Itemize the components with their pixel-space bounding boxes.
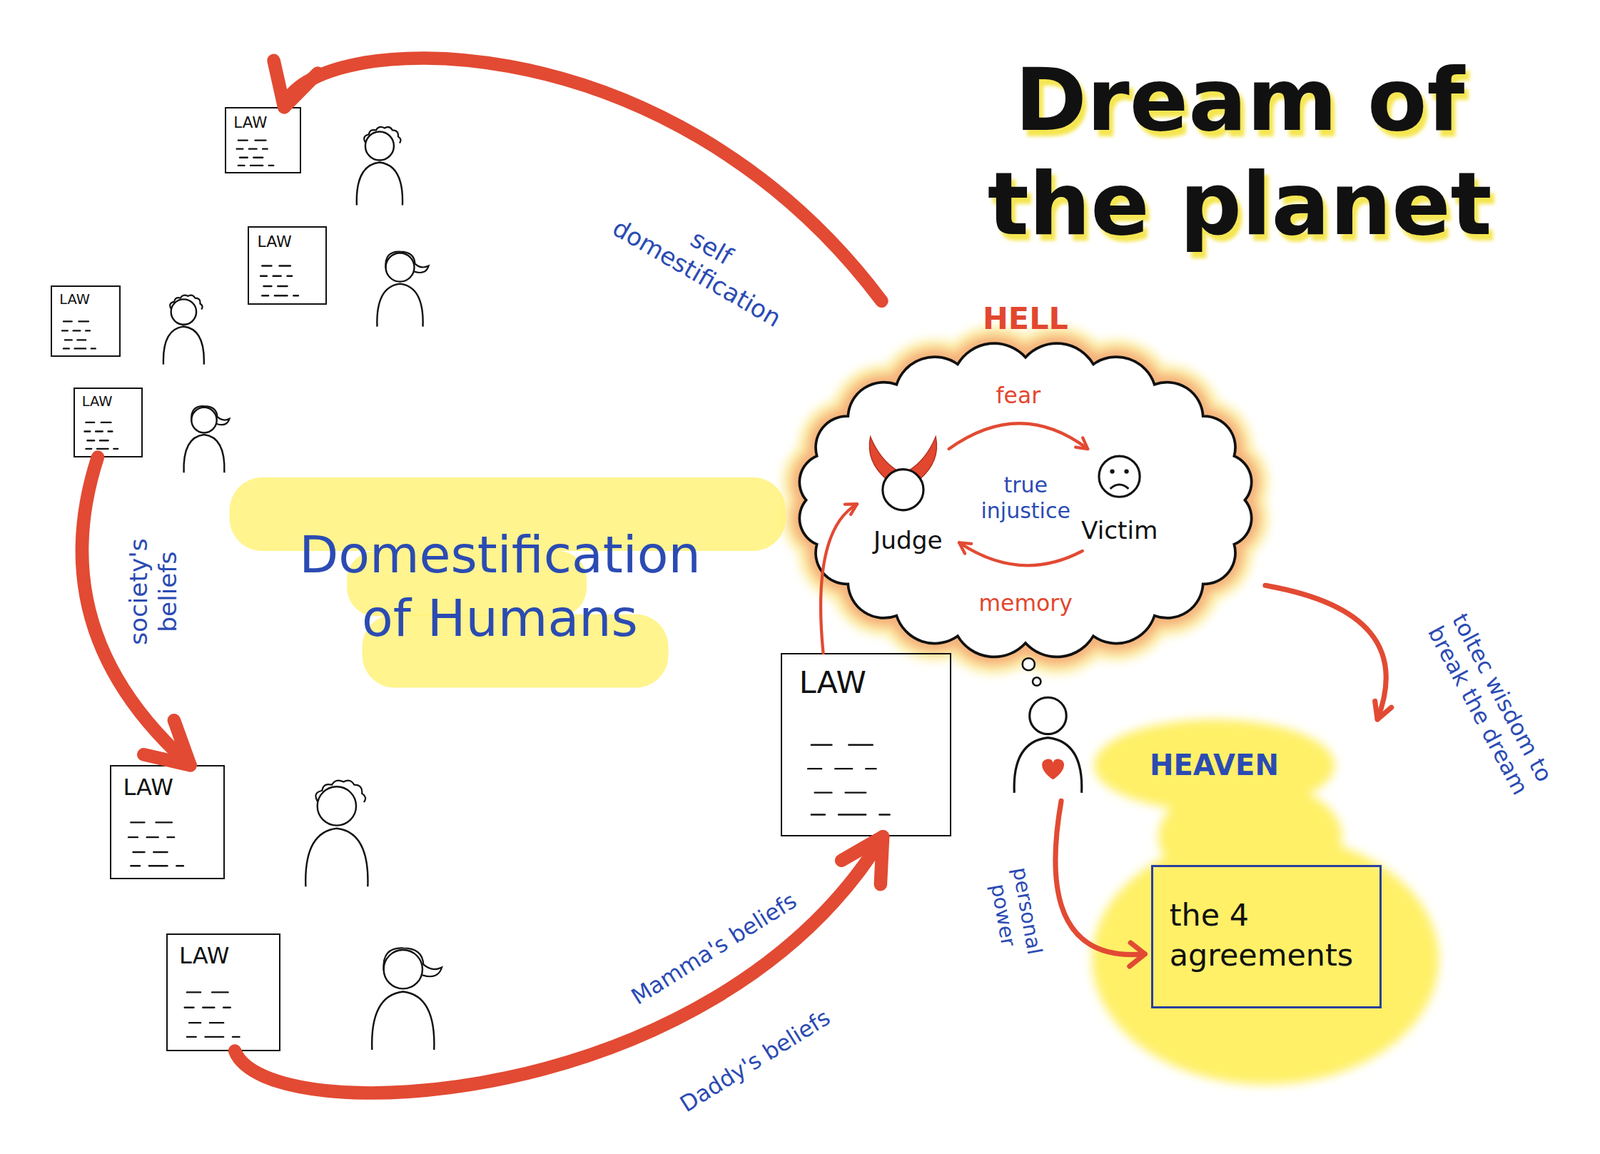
- agreements-box: the 4 agreements: [1151, 864, 1382, 1008]
- text-anchor: HEAVEN: [1149, 747, 1279, 783]
- glow-part: [1091, 833, 1439, 1085]
- connector-line: [284, 57, 882, 301]
- arrow-label: Daddy's beliefs: [675, 1004, 835, 1118]
- edge-label: memory: [975, 590, 1075, 618]
- central-heading: Domestification of Humans: [299, 523, 701, 651]
- woman-figure: [184, 406, 230, 473]
- text-anchor: true injustice: [980, 472, 1070, 524]
- thought-bubble: [1032, 677, 1041, 686]
- edge-label: fear: [992, 382, 1044, 410]
- text-anchor: Daddy's beliefs: [669, 1047, 842, 1075]
- heaven-heading: HEAVEN: [1149, 747, 1279, 783]
- title: Dream of the planet: [961, 48, 1518, 257]
- text-anchor: Victim: [1081, 515, 1158, 546]
- text-anchor: LAW: [179, 942, 230, 970]
- cloud-glow: [799, 343, 1252, 657]
- text-anchor: personal power: [971, 888, 1060, 938]
- text-anchor: LAW: [82, 393, 113, 410]
- edge-label: society's beliefs: [123, 538, 182, 646]
- cloud-text: true injustice: [980, 472, 1070, 524]
- eye: [1123, 468, 1129, 474]
- heaven-region: HEAVEN the 4 agreements: [1086, 719, 1444, 1087]
- hell-heading: HELL: [982, 300, 1069, 337]
- law-label: LAW: [799, 664, 867, 701]
- connector-arrow: [274, 57, 883, 301]
- law-dashes: [184, 991, 240, 1037]
- text-anchor: LAW: [256, 232, 292, 252]
- law-label: LAW: [179, 942, 230, 970]
- text-anchor: LAW: [799, 664, 867, 701]
- thought-bubble: [1022, 657, 1035, 671]
- law-dashes: [260, 265, 299, 296]
- law-label: LAW: [256, 232, 292, 252]
- agreements-text: the 4 agreements: [1169, 895, 1368, 976]
- law-label: LAW: [233, 113, 267, 133]
- woman-figure: [371, 947, 442, 1050]
- victim-face: [1099, 456, 1140, 497]
- text-anchor: toltec wisdom to break the dream: [1367, 677, 1600, 731]
- text-anchor: memory: [975, 590, 1075, 618]
- law-dashes: [128, 822, 184, 866]
- text-anchor: LAW: [59, 291, 90, 308]
- text-anchor: Domestification of Humans: [299, 523, 701, 651]
- text-anchor: self domestification: [609, 231, 799, 290]
- law-dashes: [84, 422, 119, 449]
- cloud-border: [799, 343, 1252, 657]
- man-figure: [356, 127, 403, 206]
- law-label: LAW: [82, 393, 113, 410]
- heaven-glow: [1091, 719, 1439, 1085]
- connector-line: [82, 457, 191, 766]
- man-figure: [305, 780, 368, 888]
- judge-face: [882, 469, 924, 511]
- text-anchor: the 4 agreements: [1169, 895, 1368, 976]
- man-figure: [163, 295, 205, 365]
- law-label: LAW: [59, 291, 90, 308]
- law-dashes: [62, 321, 96, 349]
- text-anchor: HELL: [982, 300, 1069, 337]
- connector-arrow: [1265, 585, 1392, 720]
- frown: [1110, 484, 1129, 489]
- dreamer-head: [1029, 697, 1067, 734]
- heart: [1041, 758, 1065, 780]
- text-anchor: fear: [992, 382, 1044, 410]
- connector-arrow: [82, 457, 191, 766]
- text-anchor: Judge: [873, 525, 943, 556]
- arrowhead: [143, 720, 190, 766]
- woman-figure: [376, 251, 429, 327]
- arrowhead: [274, 60, 319, 108]
- text-anchor: LAW: [233, 113, 267, 133]
- arrow-label: personal power: [983, 865, 1047, 961]
- text-anchor: LAW: [122, 773, 173, 801]
- judge-label: Judge: [873, 525, 943, 556]
- eye: [1109, 468, 1115, 474]
- edge-label: self domestification: [607, 187, 801, 334]
- victim-label: Victim: [1081, 515, 1158, 546]
- law-dashes: [807, 745, 890, 815]
- law-dashes: [236, 140, 274, 166]
- cloud-glow: [799, 343, 1252, 657]
- text-anchor: Dream of the planet: [961, 48, 1518, 257]
- connector-line: [1265, 585, 1386, 720]
- dreamer-body: [1014, 737, 1082, 793]
- arrowhead: [1375, 700, 1392, 720]
- arrowhead: [841, 836, 883, 885]
- edge-label: toltec wisdom to break the dream: [1408, 583, 1572, 825]
- text-anchor: society's beliefs: [99, 562, 207, 621]
- law-label: LAW: [122, 773, 173, 801]
